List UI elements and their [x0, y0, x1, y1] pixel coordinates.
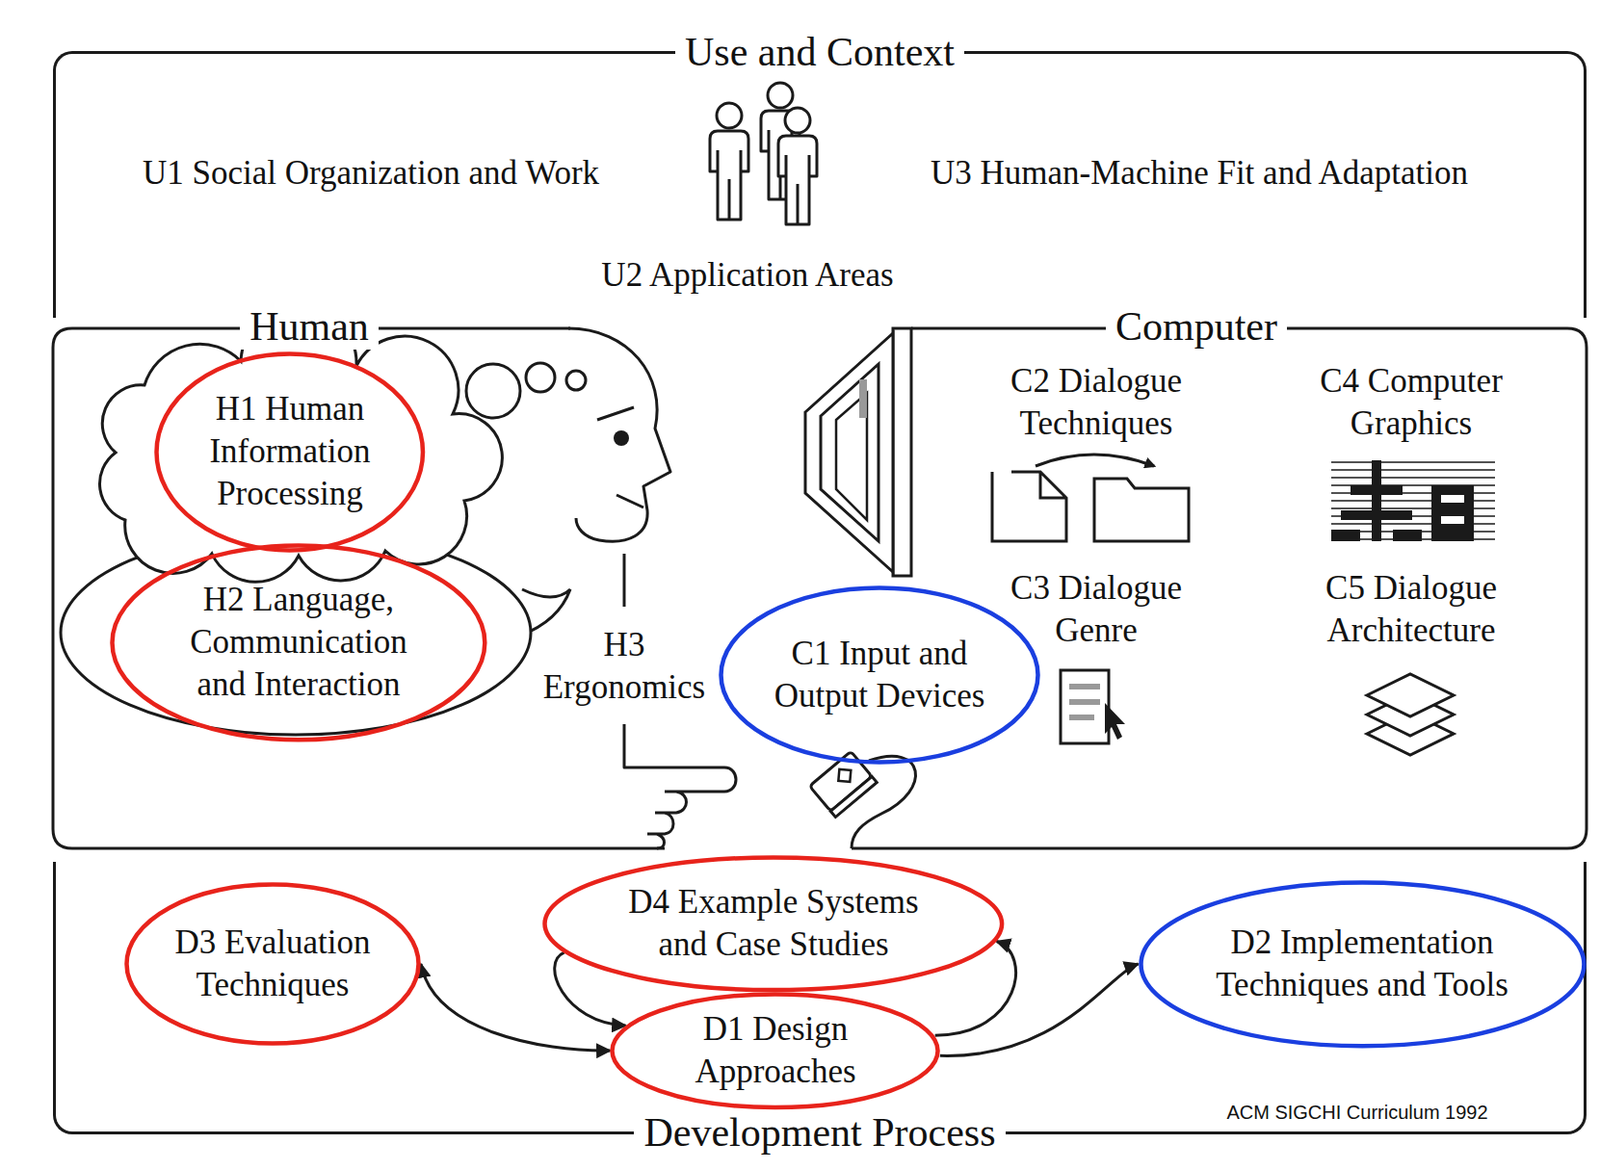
head-profile [568, 328, 671, 542]
topic-text: H1 Human Information Processing [198, 388, 382, 515]
topic-text: C3 Dialogue Genre [997, 567, 1196, 653]
topic-ellipse: D1 Design Approaches [609, 992, 941, 1111]
hand [624, 724, 736, 849]
ellipse-outline [609, 992, 941, 1111]
region-band: Use and ContextU1 Social Organization an… [52, 51, 1587, 318]
topic-text: C2 Dialogue Techniques [997, 360, 1196, 446]
topic-text: D2 Implementation Techniques and Tools [1188, 921, 1536, 1007]
neck [623, 553, 627, 607]
thought-dot [525, 363, 555, 393]
ellipse-outline [157, 353, 423, 551]
thought-dot [566, 370, 586, 391]
topic-label: C2 Dialogue Techniques [990, 356, 1204, 449]
graphics-icon [1331, 460, 1496, 542]
topic-text: H3 Ergonomics [532, 624, 716, 709]
topic-ellipse: D3 Evaluation Techniques [124, 882, 421, 1047]
topic-label: C3 Dialogue Genre [990, 563, 1204, 656]
topic-label: H3 Ergonomics [524, 620, 724, 713]
topic-ellipse: D2 Implementation Techniques and Tools [1138, 880, 1587, 1050]
topic-label: C5 Dialogue Architecture [1305, 563, 1519, 656]
monitor-screen [820, 364, 879, 542]
transfer-arrow [1035, 454, 1155, 467]
topic-label: U2 Application Areas [593, 250, 901, 301]
topic-text: D1 Design Approaches [679, 1008, 872, 1094]
topic-text: C1 Input and Output Devices [759, 632, 1000, 718]
eyebrow [597, 407, 634, 420]
monitor [892, 328, 912, 577]
ellipse-outline [542, 855, 1005, 994]
monitor-scrollbar [859, 379, 867, 419]
ellipse-outline [1138, 880, 1587, 1050]
topic-label: C4 Computer Graphics [1302, 356, 1521, 449]
folder-icon [1094, 478, 1189, 542]
topic-text: U2 Application Areas [601, 254, 893, 297]
monitor-screen [805, 333, 893, 573]
flow-arrow [940, 964, 1139, 1056]
topic-ellipse: D4 Example Systems and Case Studies [542, 855, 1005, 994]
topic-label: U3 Human-Machine Fit and Adaptation [922, 148, 1476, 199]
band-title: Development Process [633, 1110, 1005, 1155]
ellipse-outline [124, 882, 421, 1047]
topic-text: H2 Language, Communication and Interacti… [172, 578, 425, 706]
region-band: HumanH1 Human Information ProcessingH2 L… [52, 328, 725, 849]
ellipse-outline [721, 588, 1039, 763]
mouth [616, 495, 644, 508]
topic-text: U3 Human-Machine Fit and Adaptation [930, 152, 1469, 195]
ellipse-outline [112, 545, 486, 740]
topic-text: U1 Social Organization and Work [142, 152, 600, 195]
ellipse-outline [718, 585, 1041, 765]
ellipse-outline [545, 857, 1003, 991]
topic-text: C5 Dialogue Architecture [1312, 567, 1511, 653]
frame [52, 328, 1587, 849]
ellipse-outline [1140, 882, 1584, 1047]
cursor [1104, 703, 1126, 740]
topic-ellipse: C1 Input and Output Devices [718, 585, 1041, 765]
eye [613, 430, 630, 446]
topic-text: D3 Evaluation Techniques [159, 921, 387, 1007]
form-icon [1060, 670, 1109, 744]
ellipse-outline [612, 994, 939, 1108]
topic-ellipse: H1 Human Information Processing [154, 351, 425, 553]
band-title: Human [239, 304, 379, 349]
region-band: ComputerC1 Input and Output DevicesC2 Di… [724, 328, 1587, 849]
credit-note: ACM SIGCHI Curriculum 1992 [1226, 1101, 1488, 1125]
topic-label: U1 Social Organization and Work [134, 148, 607, 199]
person-icon [709, 103, 749, 220]
topic-ellipse: H2 Language, Communication and Interacti… [109, 543, 488, 743]
flow-arrow [420, 964, 610, 1051]
band-title: Use and Context [675, 29, 965, 75]
topic-text: D4 Example Systems and Case Studies [614, 881, 933, 967]
topic-text: C4 Computer Graphics [1310, 360, 1513, 446]
layers-icon [1366, 674, 1454, 756]
document-icon [992, 472, 1067, 542]
band-title: Computer [1105, 304, 1287, 349]
person-icon [778, 107, 817, 225]
region-band: Development ProcessD3 Evaluation Techniq… [52, 862, 1587, 1135]
thought-dot [466, 364, 521, 419]
ellipse-outline [127, 885, 420, 1045]
